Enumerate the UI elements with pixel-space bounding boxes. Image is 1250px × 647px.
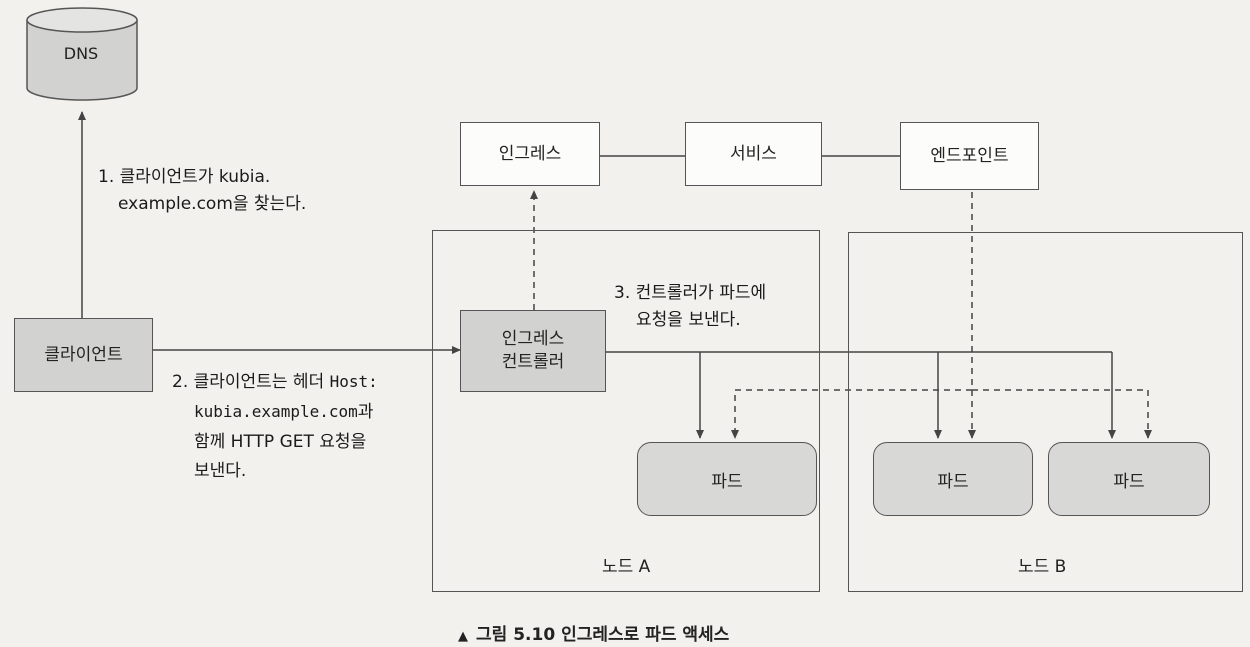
step1-line1: 1. 클라이언트가 kubia. (98, 167, 271, 187)
node-a (432, 230, 820, 592)
controller-to-pods-lines (606, 351, 1116, 439)
client-label: 클라이언트 (44, 344, 123, 365)
node-b-label: 노드 B (1018, 557, 1067, 577)
ingress-label: 인그레스 (498, 143, 562, 164)
step2-line2-code: kubia.example.com (194, 401, 358, 421)
dns-cylinder (26, 7, 138, 101)
endpoints-dashed-lines (731, 192, 1152, 439)
node-a-label: 노드 A (602, 557, 651, 577)
service-box: 서비스 (685, 122, 822, 186)
client-box: 클라이언트 (14, 318, 153, 392)
pod-node-b-1: 파드 (873, 442, 1033, 516)
endpoints-label: 엔드포인트 (930, 145, 1009, 166)
step2-annotation: 2. 클라이언트는 헤더 Host: kubia.example.com과 함께… (172, 368, 378, 487)
step2-line4: 보낸다. (194, 461, 247, 482)
step1-line2: example.com을 찾는다. (118, 194, 307, 215)
pod-label: 파드 (937, 471, 969, 492)
endpoints-box: 엔드포인트 (900, 122, 1039, 190)
pod-label: 파드 (1113, 471, 1145, 492)
ingress-controller-box: 인그레스 컨트롤러 (460, 310, 606, 392)
step2-line1-prefix: 2. 클라이언트는 헤더 (172, 372, 330, 392)
step2-line2-suffix: 과 (357, 401, 374, 422)
step2-line3: 함께 HTTP GET 요청을 (194, 431, 367, 452)
caption-number: 그림 5.10 (476, 625, 556, 645)
step1-annotation: 1. 클라이언트가 kubia. example.com을 찾는다. (98, 164, 306, 218)
step3-annotation: 3. 컨트롤러가 파드에 요청을 보낸다. (614, 280, 766, 334)
step3-line2: 요청을 보낸다. (636, 310, 741, 331)
controller-label-line1: 인그레스 (501, 329, 565, 350)
service-label: 서비스 (730, 143, 777, 164)
node-b (848, 232, 1243, 592)
caption-marker-icon: ▲ (458, 629, 468, 644)
dns-label: DNS (63, 44, 99, 63)
caption-text: 인그레스로 파드 액세스 (561, 625, 730, 645)
pod-label: 파드 (711, 471, 743, 492)
figure-caption: ▲ 그림 5.10 인그레스로 파드 액세스 (458, 620, 729, 645)
pod-node-b-2: 파드 (1048, 442, 1210, 516)
ingress-box: 인그레스 (460, 122, 600, 186)
step3-line1: 3. 컨트롤러가 파드에 (614, 283, 767, 303)
step2-line1-code: Host: (329, 372, 378, 391)
pod-node-a: 파드 (637, 442, 817, 516)
controller-label-line2: 컨트롤러 (501, 352, 565, 372)
